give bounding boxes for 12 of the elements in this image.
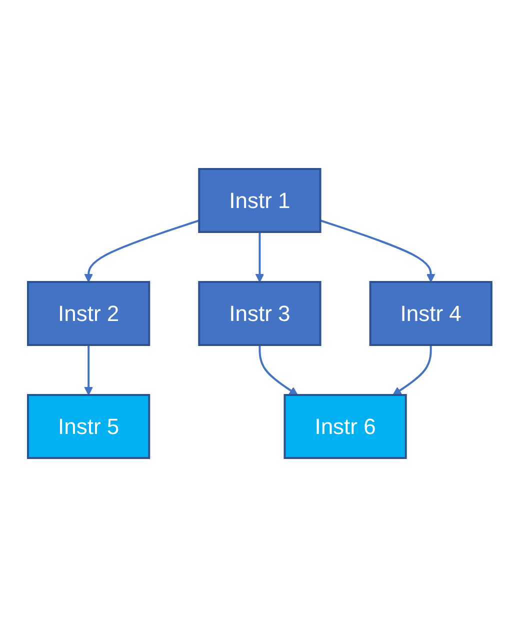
arrow [320,219,436,282]
node-box: Instr 4 [369,280,492,346]
node-box: Instr 3 [198,280,322,346]
arrow [255,232,264,282]
node-box: Instr 5 [26,394,150,458]
arrow [84,219,200,282]
node-box: Instr 6 [284,394,407,458]
arrow [84,344,93,395]
arrow [392,344,432,395]
arrow [258,344,298,395]
node-box: Instr 1 [198,168,322,232]
node-box: Instr 2 [26,280,150,346]
